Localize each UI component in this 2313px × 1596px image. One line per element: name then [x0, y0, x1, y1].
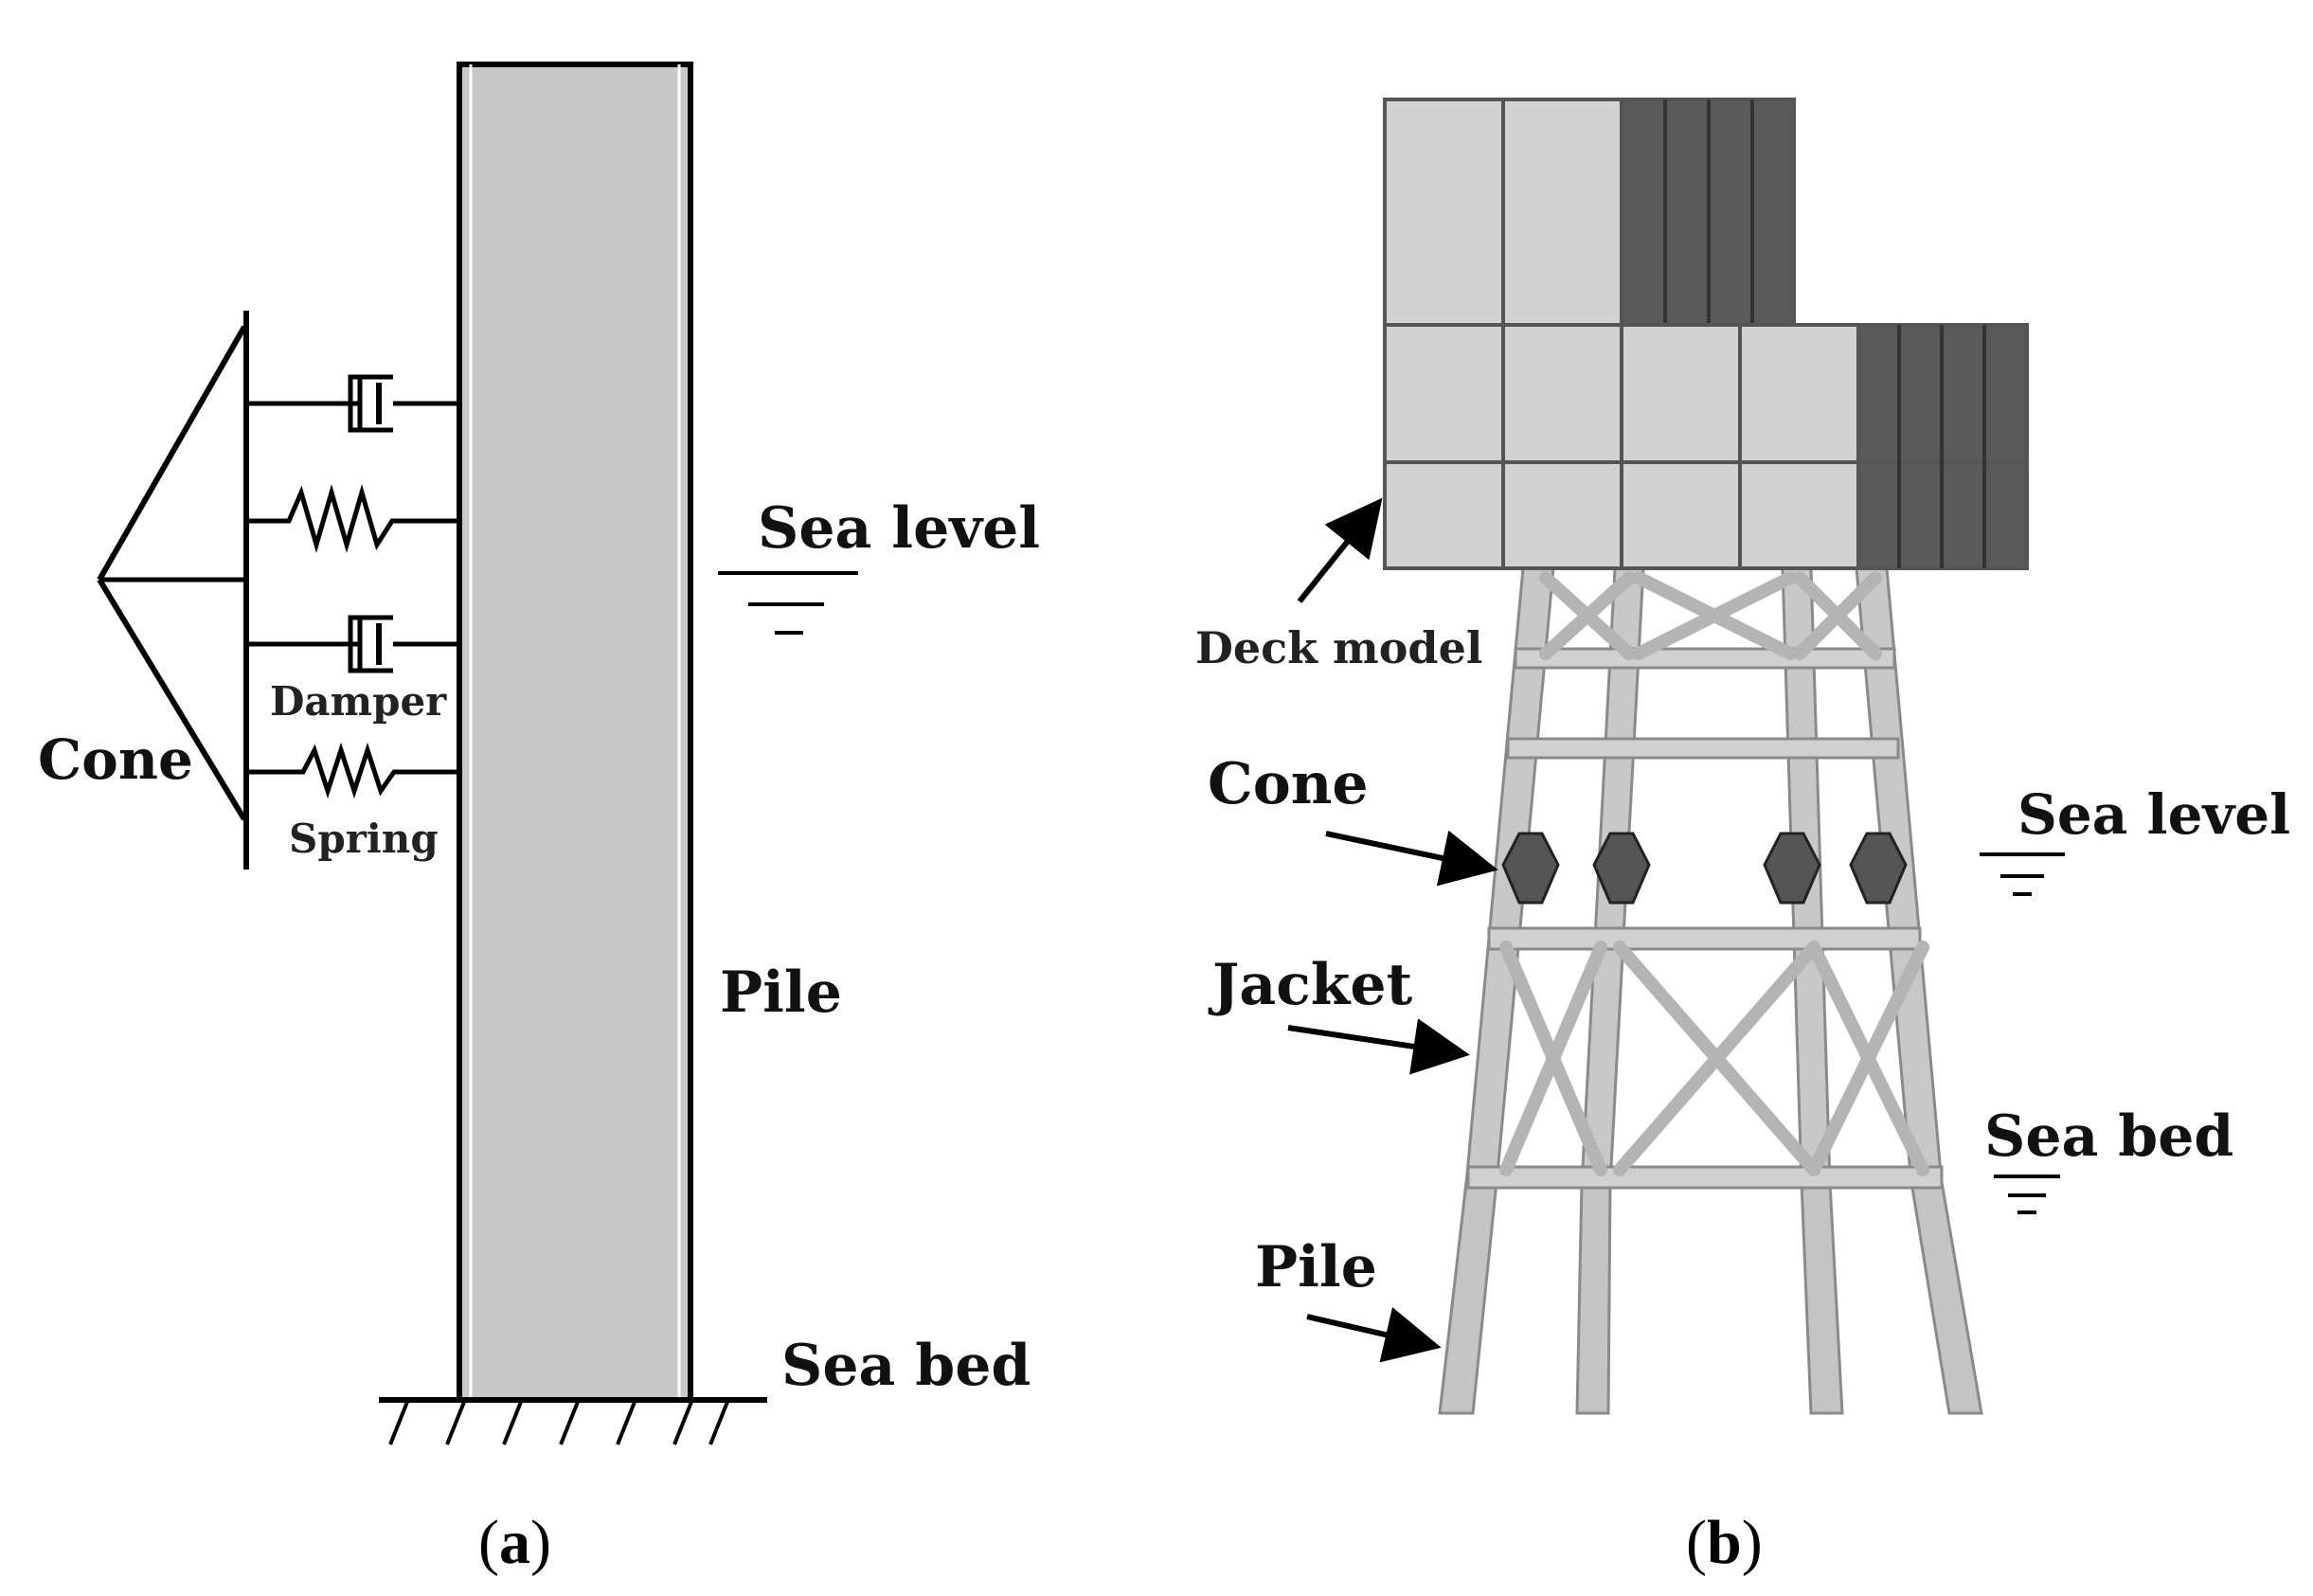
cone-4-b: [1849, 832, 1908, 905]
sea-bed-label-b: Sea bed: [1984, 1103, 2233, 1170]
cone-arrow-b: [1325, 830, 1498, 887]
spring-label-a: Spring: [289, 816, 439, 862]
caption-a: (a): [478, 1508, 551, 1577]
damper-bottom-a: [246, 615, 461, 673]
cone-2-b: [1592, 832, 1651, 905]
jacket-cross-braces-b: [1499, 571, 1929, 1176]
spring-bottom-a: [246, 742, 461, 799]
caption-b: (b): [1686, 1508, 1763, 1577]
cone-3-b: [1763, 832, 1821, 905]
jacket-arrow-b: [1287, 1018, 1470, 1075]
panel-b: Deck model Cone Sea level Jacket Sea bed…: [1195, 98, 2290, 1577]
sea-bed-symbol-b: [1994, 1175, 2060, 1214]
arrows-b: [1287, 497, 1498, 1363]
spring-top-a: [246, 484, 461, 553]
deck-label-b: Deck model: [1195, 622, 1482, 673]
damper-top-a: [246, 374, 461, 433]
piles-b: [1438, 1180, 1983, 1415]
pile-label-b: Pile: [1255, 1234, 1377, 1300]
sea-level-label-a: Sea level: [758, 495, 1040, 562]
cone-1-b: [1501, 832, 1560, 905]
sea-level-symbol-b: [1980, 852, 2065, 896]
sea-level-symbol-a: [718, 571, 858, 635]
deck-arrow-b: [1297, 497, 1383, 603]
sea-bed-ground-a: [379, 1397, 767, 1445]
sea-level-label-b: Sea level: [2017, 782, 2290, 847]
panel-a: Cone Damper Spring Sea level Pile Sea be…: [38, 62, 1040, 1577]
cones-b: [1501, 832, 1908, 905]
pile-arrow-b: [1306, 1306, 1442, 1363]
cone-label-b: Cone: [1208, 751, 1369, 817]
pile-a: [457, 62, 693, 1403]
deck-model-b: [1383, 98, 2029, 570]
cone-label-a: Cone: [38, 727, 193, 792]
jacket-label-b: Jacket: [1208, 952, 1413, 1018]
pile-label-a: Pile: [720, 959, 842, 1026]
sea-bed-label-a: Sea bed: [781, 1333, 1031, 1399]
damper-label-a: Damper: [270, 678, 447, 725]
